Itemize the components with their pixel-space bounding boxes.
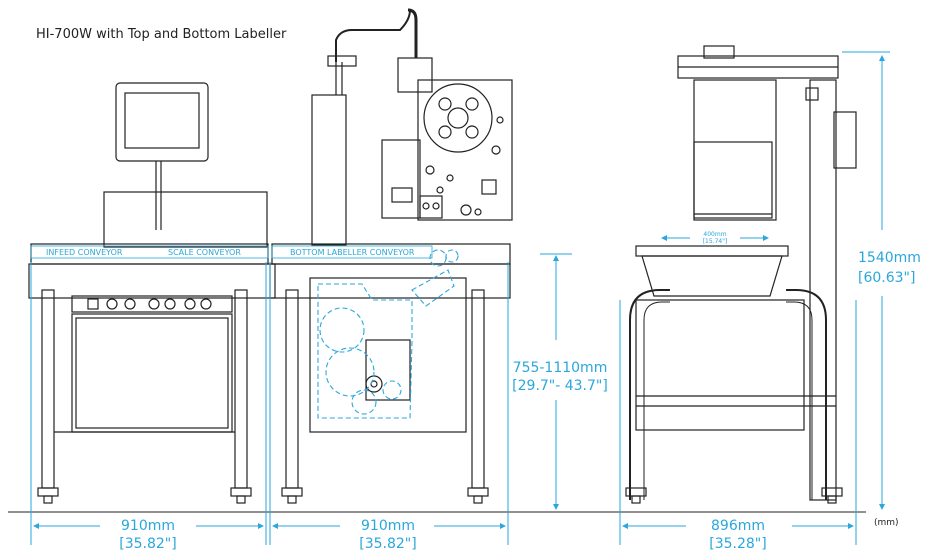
dim-belt-width-mm: 400mm (703, 231, 726, 238)
unit-note: (mm) (874, 518, 899, 528)
conveyor-labels: INFEED CONVEYOR SCALE CONVEYOR BOTTOM LA… (30, 245, 433, 259)
touch-monitor (115, 82, 209, 162)
dim-width-labeller-mm: 910mm (361, 518, 415, 534)
labeller-frame (309, 277, 467, 433)
side-view (625, 45, 857, 504)
bottom-labeller-conveyor-label: BOTTOM LABELLER CONVEYOR (290, 248, 415, 257)
label-roll (423, 83, 493, 153)
dim-width-labeller-in: [35.82"] (359, 536, 416, 552)
side-column (809, 79, 837, 501)
dim-width-scale-mm: 910mm (121, 518, 175, 534)
electrical-cabinet (71, 313, 233, 433)
side-labeller (693, 79, 777, 221)
dimension-lines (30, 51, 890, 545)
dim-height-range-mm: 755-1110mm (513, 360, 608, 376)
labeller-post (311, 94, 347, 246)
applicator-head (397, 57, 433, 93)
dim-side-width-mm: 896mm (711, 518, 765, 534)
dim-side-height-mm: 1540mm (858, 250, 921, 266)
dim-side-height-in: [60.63"] (858, 270, 915, 286)
scale-conveyor-label: SCALE CONVEYOR (168, 248, 241, 257)
dim-side-width-in: [35.28"] (709, 536, 766, 552)
bottom-labeller-hidden (317, 249, 459, 419)
dimension-texts: 910mm [35.82"] 910mm [35.82"] 896mm [35.… (119, 231, 921, 552)
front-view (28, 82, 276, 504)
control-panel (71, 295, 233, 313)
top-labeller (417, 79, 513, 221)
labeller-view (269, 8, 513, 504)
drawing-title: HI-700W with Top and Bottom Labeller (36, 27, 287, 42)
dim-height-range-in: [29.7"- 43.7"] (512, 378, 608, 394)
infeed-conveyor-label: INFEED CONVEYOR (46, 248, 123, 257)
dim-width-scale-in: [35.82"] (119, 536, 176, 552)
dim-belt-width-in: [15.74"] (703, 238, 728, 245)
scale-cover (103, 191, 268, 248)
